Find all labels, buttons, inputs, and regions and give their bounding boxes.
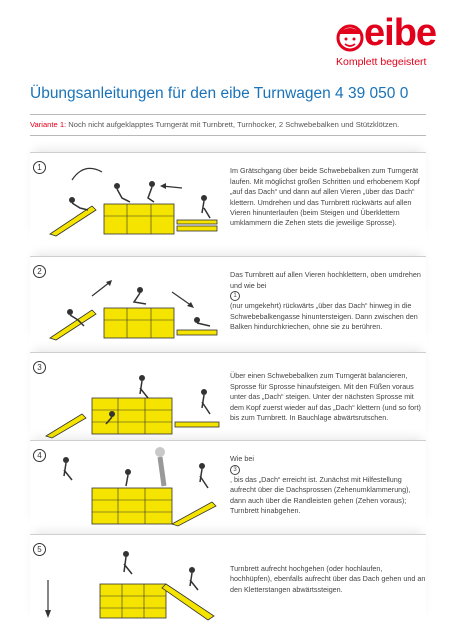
step-text-2: Das Turnbrett auf allen Vieren hochklett…	[230, 270, 421, 332]
step-number-2: 2	[33, 265, 46, 278]
step-illustration-2	[49, 280, 218, 341]
step-illustration-4	[63, 447, 217, 527]
brand-tagline: Komplett begeistert	[336, 56, 427, 68]
step-panel-5: 5 Turnbrett aufrecht hochgehen (oder hoc…	[30, 534, 426, 624]
page-title: Übungsanleitungen für den eibe Turnwagen…	[30, 85, 409, 102]
step-number-3: 3	[33, 361, 46, 374]
step-panel-3: 3 Über einen Schwebebalken zum Turngerät…	[30, 352, 426, 442]
variant-label: Variante 1:	[30, 120, 67, 129]
step-reference-1: 1	[230, 291, 240, 302]
step-reference-3: 3	[230, 464, 240, 475]
variant-text: Noch nicht aufgeklapptes Turngerät mit T…	[66, 120, 400, 129]
step-illustration-3	[45, 375, 220, 439]
step-text-1: Im Grätschgang über beide Schwebebalken …	[230, 166, 420, 228]
step-illustration-1	[49, 167, 218, 237]
step-panel-1: 1 Im Grätschgang über beide Schwebebalke…	[30, 152, 426, 242]
step-number-5: 5	[33, 543, 46, 556]
child-face-logo-icon	[336, 24, 364, 52]
step-illustration-5	[45, 551, 215, 621]
step-panel-4: 4 Wie bei 3, bis das „Dach“ erreicht ist…	[30, 440, 426, 530]
step-number-1: 1	[33, 161, 46, 174]
eibe-logo: eibe Komplett begeistert	[330, 12, 442, 72]
step-panel-2: 2 Das Turnbrett auf allen Vieren hochkle…	[30, 256, 426, 346]
step-text-5: Turnbrett aufrecht hochgehen (oder hochl…	[230, 563, 426, 594]
step-text-3: Über einen Schwebebalken zum Turngerät b…	[230, 371, 421, 423]
step-text-4: Wie bei 3, bis das „Dach“ erreicht ist. …	[230, 454, 411, 516]
variant-description: Variante 1: Noch nicht aufgeklapptes Tur…	[30, 114, 426, 136]
step-number-4: 4	[33, 449, 46, 462]
brand-name: eibe	[364, 12, 437, 54]
